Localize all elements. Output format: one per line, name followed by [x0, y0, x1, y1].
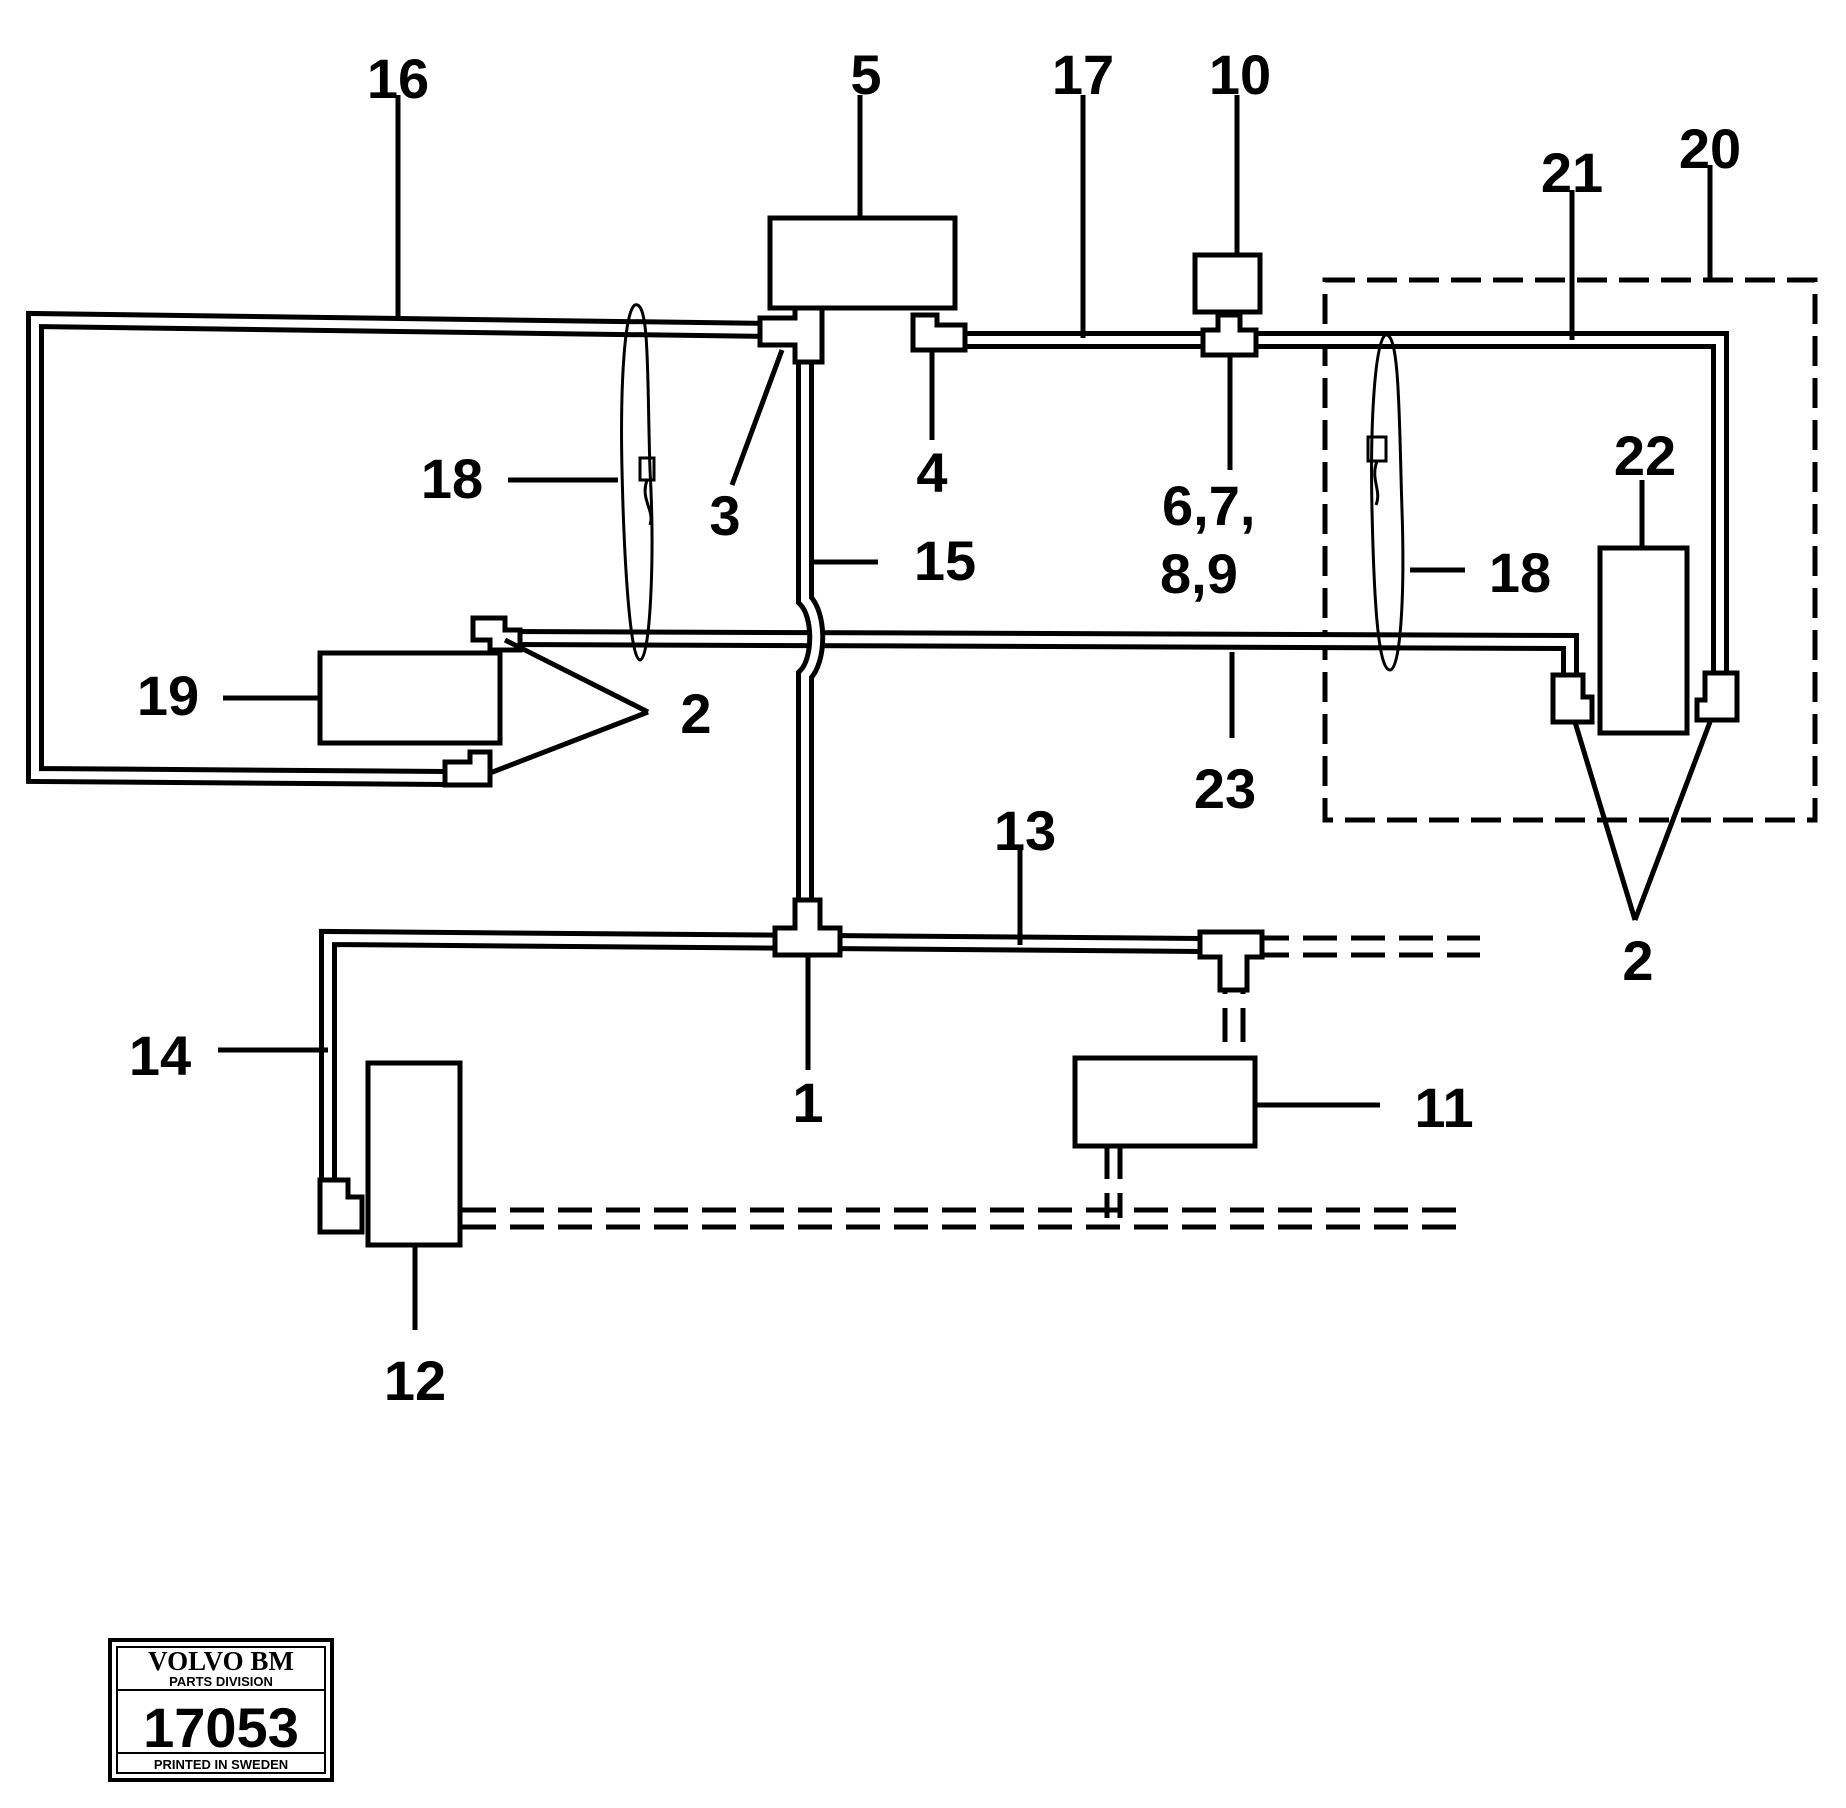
label-18-right: 18: [1489, 541, 1551, 604]
fitting-2-22-left: [1550, 672, 1595, 725]
fitting-2-22-right: [1694, 670, 1740, 723]
component-5: [767, 215, 958, 311]
label-14: 14: [129, 1024, 191, 1087]
fitting-6-9: [1200, 312, 1259, 358]
label-16: 16: [367, 47, 429, 110]
label-6-9-line2: 8,9: [1160, 542, 1238, 605]
frame-20-dashed: [1322, 277, 1818, 823]
label-11: 11: [1414, 1076, 1473, 1139]
fittings: [317, 305, 1740, 1235]
stamp-brand: VOLVO BM: [148, 1646, 294, 1676]
label-3: 3: [709, 484, 740, 547]
label-20: 20: [1679, 117, 1741, 180]
stamp-number: 17053: [143, 1696, 299, 1759]
component-11: [1072, 1055, 1258, 1149]
label-10: 10: [1209, 43, 1271, 106]
hose-clamp-left: [620, 303, 656, 662]
fitting-1: [772, 897, 843, 958]
fitting-2-19-bottom: [442, 749, 493, 788]
fitting-4: [910, 312, 968, 353]
label-15: 15: [914, 529, 976, 592]
label-4: 4: [916, 441, 947, 504]
component-22: [1597, 545, 1690, 736]
hose-clamp-right: [1366, 333, 1405, 672]
label-19: 19: [137, 664, 199, 727]
stamp-division: PARTS DIVISION: [169, 1674, 273, 1689]
label-6-9-line1: 6,7,: [1162, 474, 1255, 537]
fitting-11-tee: [1197, 929, 1265, 993]
volvo-bm-stamp: VOLVO BM PARTS DIVISION 17053 PRINTED IN…: [108, 1638, 334, 1782]
label-5: 5: [850, 43, 881, 106]
part-labels: 16 5 17 10 21 20 22 18 3 4 6,7, 8,9 15 1…: [129, 43, 1741, 1412]
component-19: [317, 650, 503, 746]
label-21: 21: [1541, 141, 1603, 204]
component-10: [1192, 252, 1263, 315]
fitting-12-elbow: [317, 1177, 365, 1235]
label-2-right: 2: [1622, 929, 1653, 992]
fitting-3: [757, 305, 825, 365]
label-22: 22: [1614, 424, 1676, 487]
pipe-lines: [26, 310, 1729, 1205]
label-2-left: 2: [680, 682, 711, 745]
label-18-left: 18: [421, 447, 483, 510]
label-12: 12: [384, 1349, 446, 1412]
leader-lines: [218, 95, 1713, 1330]
label-1: 1: [792, 1071, 823, 1134]
label-17: 17: [1052, 43, 1114, 106]
external-lines: [462, 935, 1480, 1230]
label-13: 13: [994, 799, 1056, 862]
component-12: [365, 1060, 463, 1248]
label-23: 23: [1194, 757, 1256, 820]
stamp-footer: PRINTED IN SWEDEN: [154, 1757, 288, 1772]
